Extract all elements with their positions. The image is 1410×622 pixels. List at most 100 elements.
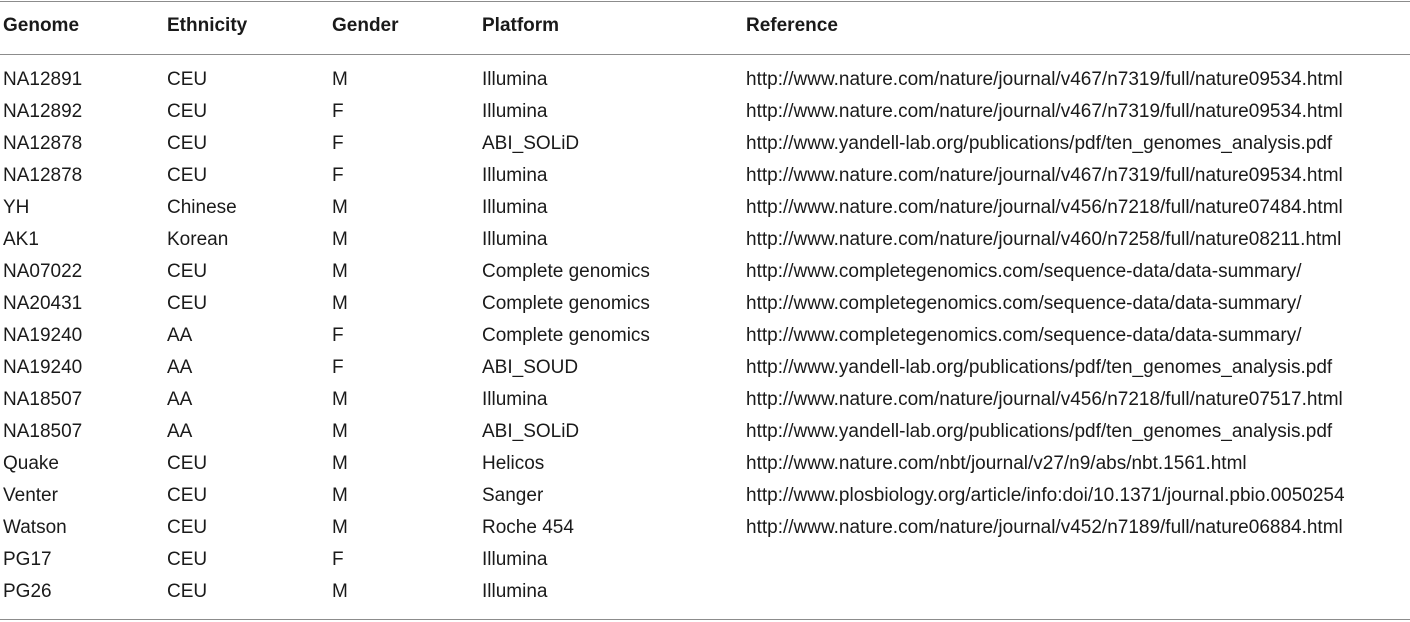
cell-gender: F [332, 357, 344, 378]
cell-reference[interactable]: http://www.nature.com/nature/journal/v45… [746, 197, 1343, 218]
cell-platform: Illumina [482, 69, 548, 90]
cell-gender: M [332, 69, 348, 90]
cell-ethnicity: CEU [167, 485, 208, 506]
cell-platform: Roche 454 [482, 517, 574, 538]
cell-ethnicity: AA [167, 389, 193, 410]
cell-ethnicity: Chinese [167, 197, 237, 218]
cell-gender: M [332, 261, 348, 282]
cell-gender: M [332, 453, 348, 474]
cell-gender: F [332, 549, 344, 570]
cell-gender: M [332, 517, 348, 538]
cell-gender: M [332, 197, 348, 218]
header-gender: Gender [332, 15, 399, 36]
cell-platform: Sanger [482, 485, 544, 506]
cell-platform: Illumina [482, 549, 548, 570]
cell-gender: F [332, 133, 344, 154]
cell-reference[interactable]: http://www.yandell-lab.org/publications/… [746, 133, 1333, 154]
cell-reference[interactable]: http://www.plosbiology.org/article/info:… [746, 485, 1345, 506]
table-row: NA12892 CEU F Illumina http://www.nature.com… [0, 96, 1410, 128]
table-row: NA19240 AA F ABI_SOUD http://www.yandell-lab… [0, 352, 1410, 384]
cell-ethnicity: AA [167, 325, 193, 346]
cell-reference[interactable]: http://www.nature.com/nbt/journal/v27/n9… [746, 453, 1247, 474]
table-row: Watson CEU M Roche 454 http://www.nature.com… [0, 512, 1410, 544]
cell-gender: F [332, 165, 344, 186]
cell-ethnicity: AA [167, 357, 193, 378]
table-row: PG17 CEU F Illumina [0, 544, 1410, 576]
cell-platform: Complete genomics [482, 325, 650, 346]
header-genome: Genome [3, 15, 80, 36]
cell-genome: NA07022 [3, 261, 83, 282]
cell-reference[interactable]: http://www.completegenomics.com/sequence… [746, 293, 1302, 314]
cell-platform: Complete genomics [482, 261, 650, 282]
cell-genome: AK1 [3, 229, 39, 250]
cell-gender: M [332, 389, 348, 410]
cell-genome: NA12878 [3, 133, 83, 154]
cell-genome: PG17 [3, 549, 52, 570]
cell-ethnicity: CEU [167, 69, 208, 90]
cell-genome: NA18507 [3, 421, 83, 442]
cell-gender: M [332, 581, 348, 602]
table-row: Quake CEU M Helicos http://www.nature.com/nb… [0, 448, 1410, 480]
cell-reference[interactable]: http://www.nature.com/nature/journal/v46… [746, 101, 1343, 122]
cell-genome: PG26 [3, 581, 52, 602]
cell-genome: NA18507 [3, 389, 83, 410]
cell-genome: Quake [3, 453, 59, 474]
table-header-rule [0, 54, 1410, 55]
cell-ethnicity: CEU [167, 517, 208, 538]
cell-reference[interactable]: http://www.yandell-lab.org/publications/… [746, 421, 1333, 442]
cell-reference[interactable]: http://www.yandell-lab.org/publications/… [746, 357, 1333, 378]
table-row: NA12878 CEU F ABI_SOLiD http://www.yandell-l… [0, 128, 1410, 160]
cell-platform: Illumina [482, 165, 548, 186]
cell-ethnicity: CEU [167, 293, 208, 314]
cell-platform: Helicos [482, 453, 545, 474]
cell-platform: ABI_SOLiD [482, 421, 580, 442]
table-row: NA12891 CEU M Illumina http://www.nature.com… [0, 64, 1410, 96]
cell-platform: ABI_SOLiD [482, 133, 580, 154]
cell-ethnicity: AA [167, 421, 193, 442]
cell-reference[interactable]: http://www.nature.com/nature/journal/v45… [746, 389, 1343, 410]
cell-reference[interactable]: http://www.nature.com/nature/journal/v46… [746, 69, 1343, 90]
table-row: NA18507 AA M Illumina http://www.nature.com/… [0, 384, 1410, 416]
cell-platform: Illumina [482, 101, 548, 122]
cell-ethnicity: CEU [167, 453, 208, 474]
header-ethnicity: Ethnicity [167, 15, 248, 36]
cell-genome: Watson [3, 517, 67, 538]
cell-ethnicity: Korean [167, 229, 229, 250]
header-reference: Reference [746, 15, 838, 36]
table-bottom-rule [0, 619, 1410, 620]
cell-ethnicity: CEU [167, 133, 208, 154]
cell-reference[interactable]: http://www.nature.com/nature/journal/v45… [746, 517, 1343, 538]
table-top-rule [0, 1, 1410, 2]
cell-genome: NA12892 [3, 101, 83, 122]
cell-genome: NA19240 [3, 357, 83, 378]
cell-gender: M [332, 421, 348, 442]
cell-platform: ABI_SOUD [482, 357, 579, 378]
cell-reference[interactable]: http://www.nature.com/nature/journal/v46… [746, 229, 1342, 250]
cell-platform: Illumina [482, 389, 548, 410]
cell-reference[interactable]: http://www.completegenomics.com/sequence… [746, 261, 1302, 282]
cell-genome: NA20431 [3, 293, 83, 314]
table-header-row: Genome Ethnicity Gender Platform Referen… [0, 10, 1410, 42]
cell-platform: Illumina [482, 581, 548, 602]
cell-platform: Complete genomics [482, 293, 650, 314]
cell-ethnicity: CEU [167, 101, 208, 122]
cell-reference[interactable]: http://www.completegenomics.com/sequence… [746, 325, 1302, 346]
cell-genome: NA12891 [3, 69, 83, 90]
cell-ethnicity: CEU [167, 165, 208, 186]
cell-platform: Illumina [482, 229, 548, 250]
cell-ethnicity: CEU [167, 549, 208, 570]
cell-gender: M [332, 485, 348, 506]
cell-genome: NA19240 [3, 325, 83, 346]
cell-reference[interactable]: http://www.nature.com/nature/journal/v46… [746, 165, 1343, 186]
table-row: NA18507 AA M ABI_SOLiD http://www.yandell-la… [0, 416, 1410, 448]
cell-gender: F [332, 101, 344, 122]
